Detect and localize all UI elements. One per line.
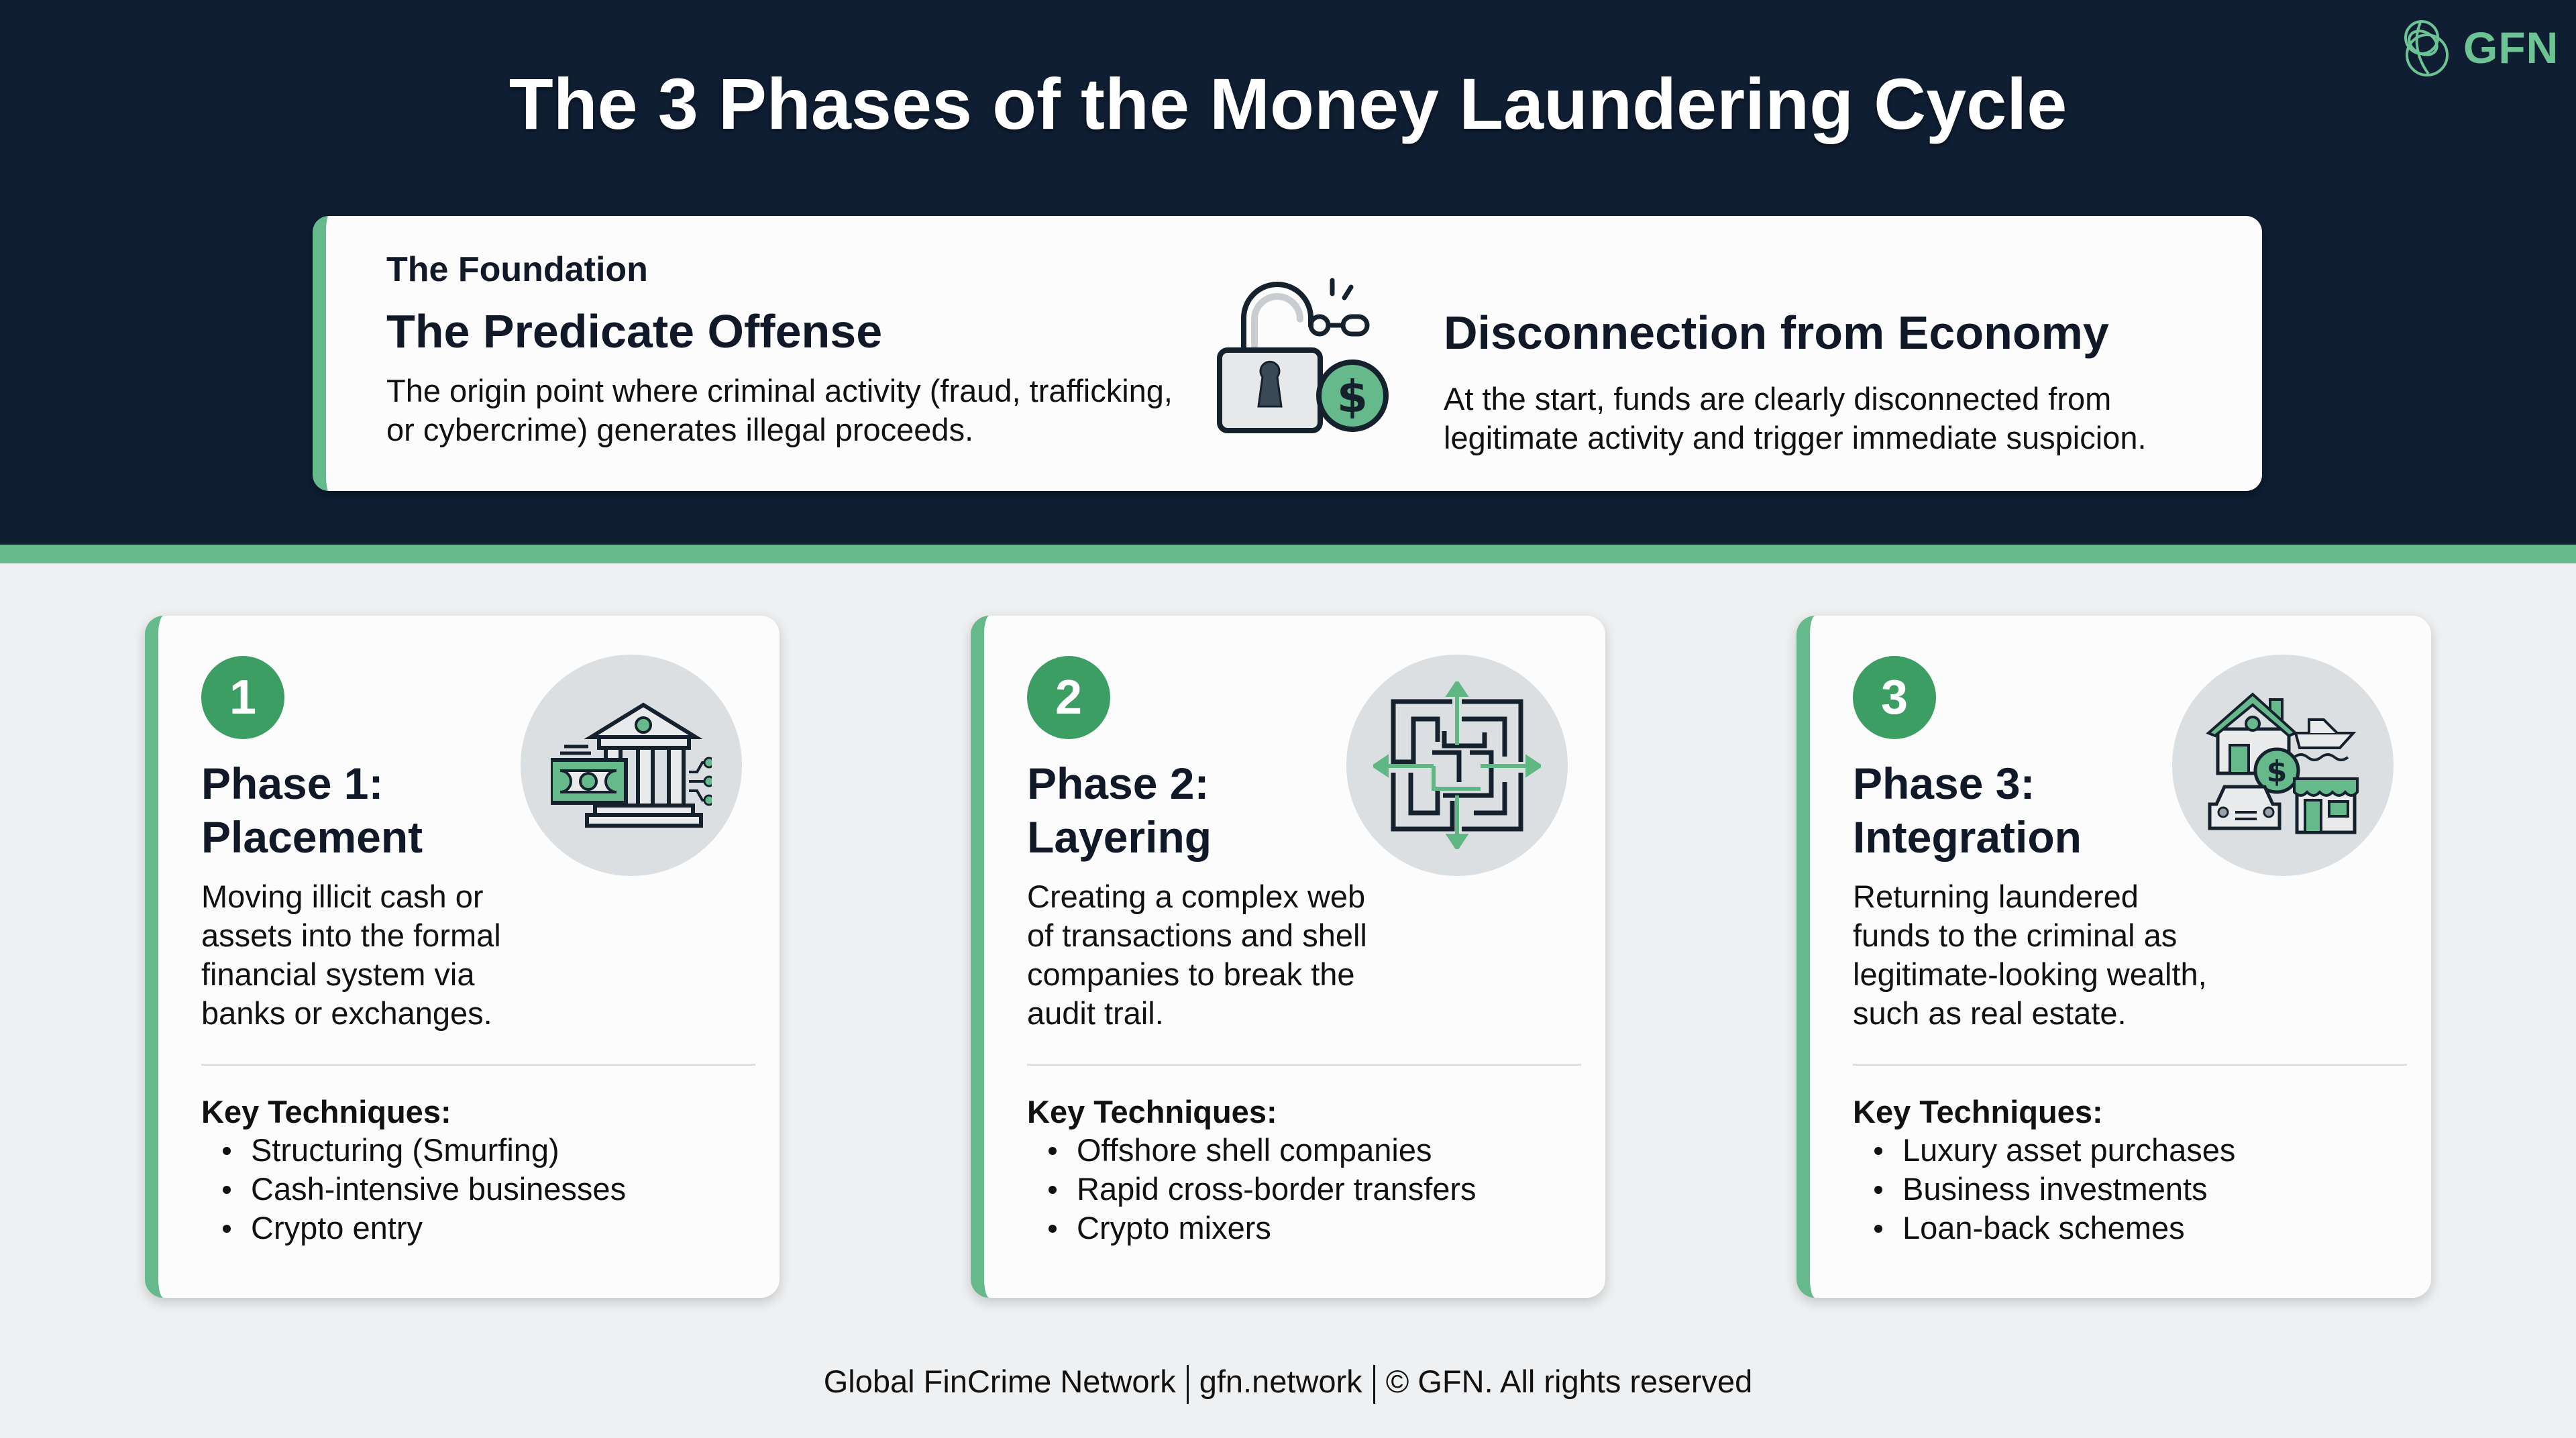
- technique-item: Rapid cross-border transfers: [1049, 1170, 1477, 1209]
- desc-line: of transactions and shell: [1027, 918, 1367, 953]
- card-divider: [201, 1064, 755, 1066]
- bank-cash-icon: [551, 702, 712, 828]
- technique-item: Crypto mixers: [1049, 1209, 1477, 1248]
- desc-line: such as real estate.: [1853, 995, 2127, 1031]
- technique-item: Cash-intensive businesses: [223, 1170, 626, 1209]
- phase-title-line: Placement: [201, 812, 423, 862]
- phase-description: Returning laundered funds to the crimina…: [1853, 877, 2229, 1033]
- footer: Global FinCrime Network gfn.network © GFN.…: [0, 1363, 2576, 1404]
- svg-text:$: $: [2267, 755, 2288, 789]
- icon-circle: [521, 655, 742, 876]
- phase-title: Phase 1: Placement: [201, 757, 537, 864]
- desc-line: legitimate-looking wealth,: [1853, 956, 2207, 992]
- phase-card-layering: 2: [971, 616, 1605, 1298]
- desc-line: banks or exchanges.: [201, 995, 492, 1031]
- card-divider: [1853, 1064, 2407, 1066]
- phase-title: Phase 2: Layering: [1027, 757, 1362, 864]
- house-car-yacht-store-icon: $: [2206, 692, 2359, 834]
- key-techniques-list: Luxury asset purchases Business investme…: [1874, 1131, 2235, 1248]
- phase-description: Creating a complex web of transactions a…: [1027, 877, 1403, 1033]
- card-divider: [1027, 1064, 1581, 1066]
- desc-line: companies to break the: [1027, 956, 1355, 992]
- phase-title-line: Integration: [1853, 812, 2082, 862]
- accent-divider-band: [0, 545, 2576, 563]
- desc-line: funds to the criminal as: [1853, 918, 2178, 953]
- icon-circle: [1346, 655, 1568, 876]
- desc-line: Creating a complex web: [1027, 879, 1366, 914]
- phase-number-badge: 2: [1027, 656, 1110, 739]
- key-techniques-list: Structuring (Smurfing) Cash-intensive bu…: [223, 1131, 626, 1248]
- desc-line: audit trail.: [1027, 995, 1164, 1031]
- footer-org: Global FinCrime Network: [823, 1364, 1176, 1399]
- phase-title: Phase 3: Integration: [1853, 757, 2188, 864]
- desc-line: or cybercrime) generates illegal proceed…: [386, 412, 974, 447]
- key-techniques-list: Offshore shell companies Rapid cross-bor…: [1049, 1131, 1477, 1248]
- technique-item: Offshore shell companies: [1049, 1131, 1477, 1170]
- technique-item: Luxury asset purchases: [1874, 1131, 2235, 1170]
- phase-title-line: Phase 3:: [1853, 759, 2035, 808]
- interlocking-circles-globe-icon: [2404, 20, 2449, 76]
- key-techniques-label: Key Techniques:: [1853, 1094, 2103, 1129]
- footer-separator: [1186, 1364, 1189, 1404]
- key-techniques-label: Key Techniques:: [1027, 1094, 1277, 1129]
- phase-card-integration: 3 $ Phase: [1796, 616, 2431, 1298]
- predicate-offense-section: The Foundation The Predicate Offense The…: [386, 250, 1258, 449]
- predicate-offense-heading: The Predicate Offense: [386, 305, 883, 357]
- desc-line: The origin point where criminal activity…: [386, 373, 1173, 408]
- foundation-card: The Foundation The Predicate Offense The…: [313, 216, 2262, 491]
- key-techniques-label: Key Techniques:: [201, 1094, 451, 1129]
- phase-card-placement: 1: [145, 616, 780, 1298]
- icon-circle: $: [2172, 655, 2394, 876]
- maze-arrows-icon: [1373, 681, 1541, 849]
- desc-line: legitimate activity and trigger immediat…: [1444, 420, 2147, 455]
- phase-title-line: Phase 1:: [201, 759, 384, 808]
- logo-text: GFN: [2463, 23, 2559, 72]
- phase-title-line: Layering: [1027, 812, 1212, 862]
- footer-copyright: © GFN. All rights reserved: [1385, 1364, 1753, 1399]
- desc-line: assets into the formal: [201, 918, 501, 953]
- gfn-logo: GFN: [2396, 17, 2559, 78]
- technique-item: Structuring (Smurfing): [223, 1131, 626, 1170]
- technique-item: Business investments: [1874, 1170, 2235, 1209]
- desc-line: Returning laundered: [1853, 879, 2139, 914]
- page-title: The 3 Phases of the Money Laundering Cyc…: [508, 63, 2068, 144]
- disconnection-heading: Disconnection from Economy: [1444, 307, 2109, 359]
- disconnection-section: Disconnection from Economy At the start,…: [1444, 306, 2235, 457]
- footer-separator: [1373, 1364, 1375, 1404]
- disconnection-description: At the start, funds are clearly disconne…: [1444, 380, 2235, 457]
- desc-line: financial system via: [201, 956, 475, 992]
- phase-number-badge: 3: [1853, 656, 1936, 739]
- technique-item: Crypto entry: [223, 1209, 626, 1248]
- phase-title-line: Phase 2:: [1027, 759, 1210, 808]
- phase-description: Moving illicit cash or assets into the f…: [201, 877, 577, 1033]
- desc-line: At the start, funds are clearly disconne…: [1444, 381, 2112, 417]
- predicate-offense-description: The origin point where criminal activity…: [386, 372, 1258, 449]
- svg-text:$: $: [1337, 371, 1368, 423]
- footer-site-link[interactable]: gfn.network: [1199, 1364, 1362, 1399]
- broken-padlock-dollar-icon: $: [1217, 278, 1389, 433]
- technique-item: Loan-back schemes: [1874, 1209, 2235, 1248]
- foundation-eyebrow: The Foundation: [386, 250, 648, 289]
- desc-line: Moving illicit cash or: [201, 879, 484, 914]
- phase-number-badge: 1: [201, 656, 284, 739]
